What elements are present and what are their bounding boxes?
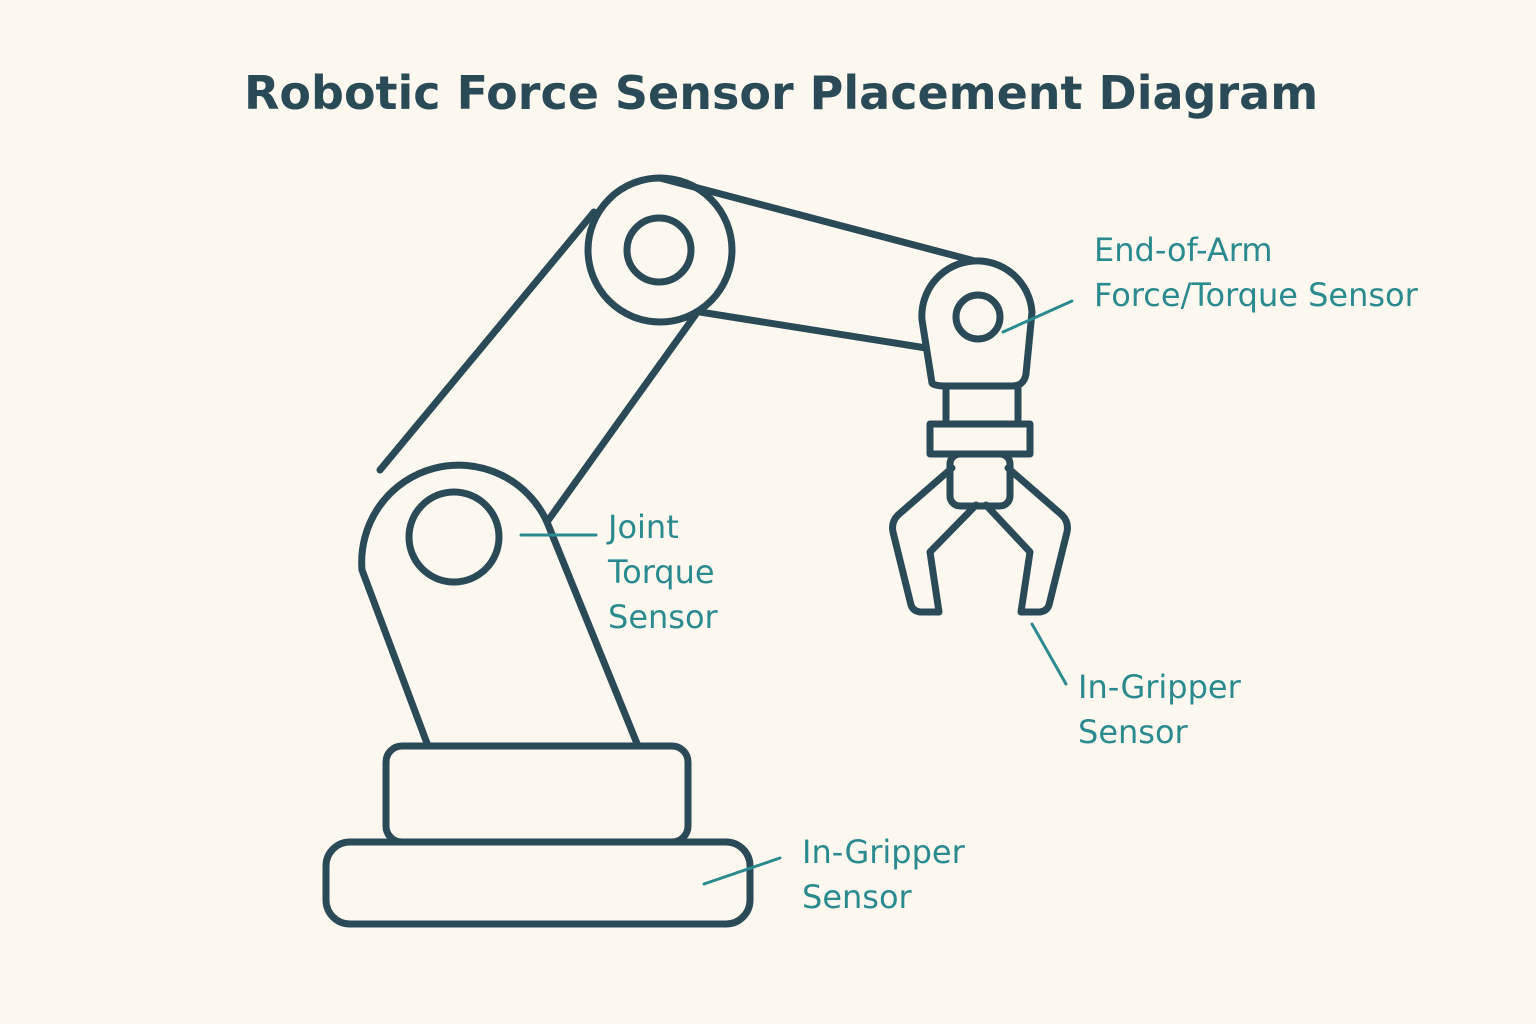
gripper-leader [1030,622,1068,686]
base-plate [322,838,754,928]
label-line: Sensor [802,878,912,916]
gripper-finger-left [889,464,980,616]
label-line: In-Gripper [1078,668,1241,706]
wrist-collar [926,420,1034,458]
base-leader [702,856,782,886]
lower-joint [405,488,503,586]
elbow-joint-inner [623,214,695,286]
upper-arm-left [376,208,598,474]
wrist-joint-inner [952,291,1004,343]
label-line: Sensor [608,598,718,636]
wrist [918,257,1036,390]
wrist-body [946,450,1014,510]
label-joint-torque-sensor: Joint Torque Sensor [608,505,718,640]
label-line: Force/Torque Sensor [1094,276,1418,314]
elbow-joint [584,174,736,326]
end-of-arm-leader [1001,299,1074,334]
base-block [382,742,692,846]
diagram-title: Robotic Force Sensor Placement Diagram [244,66,1319,120]
label-in-gripper-sensor: In-Gripper Sensor [1078,665,1241,755]
lower-arm [358,461,642,750]
gripper-finger-right [982,464,1071,616]
label-line: Joint [608,508,679,546]
label-line: Sensor [1078,713,1188,751]
upper-arm-right [543,310,700,526]
wrist-neck [942,382,1022,428]
label-end-of-arm-sensor: End-of-Arm Force/Torque Sensor [1094,228,1418,318]
forearm-bottom [696,308,930,352]
label-line: Torque [608,553,715,591]
label-line: In-Gripper [802,833,965,871]
forearm-top [656,174,994,269]
label-line: End-of-Arm [1094,231,1273,269]
label-base-sensor: In-Gripper Sensor [802,830,965,920]
